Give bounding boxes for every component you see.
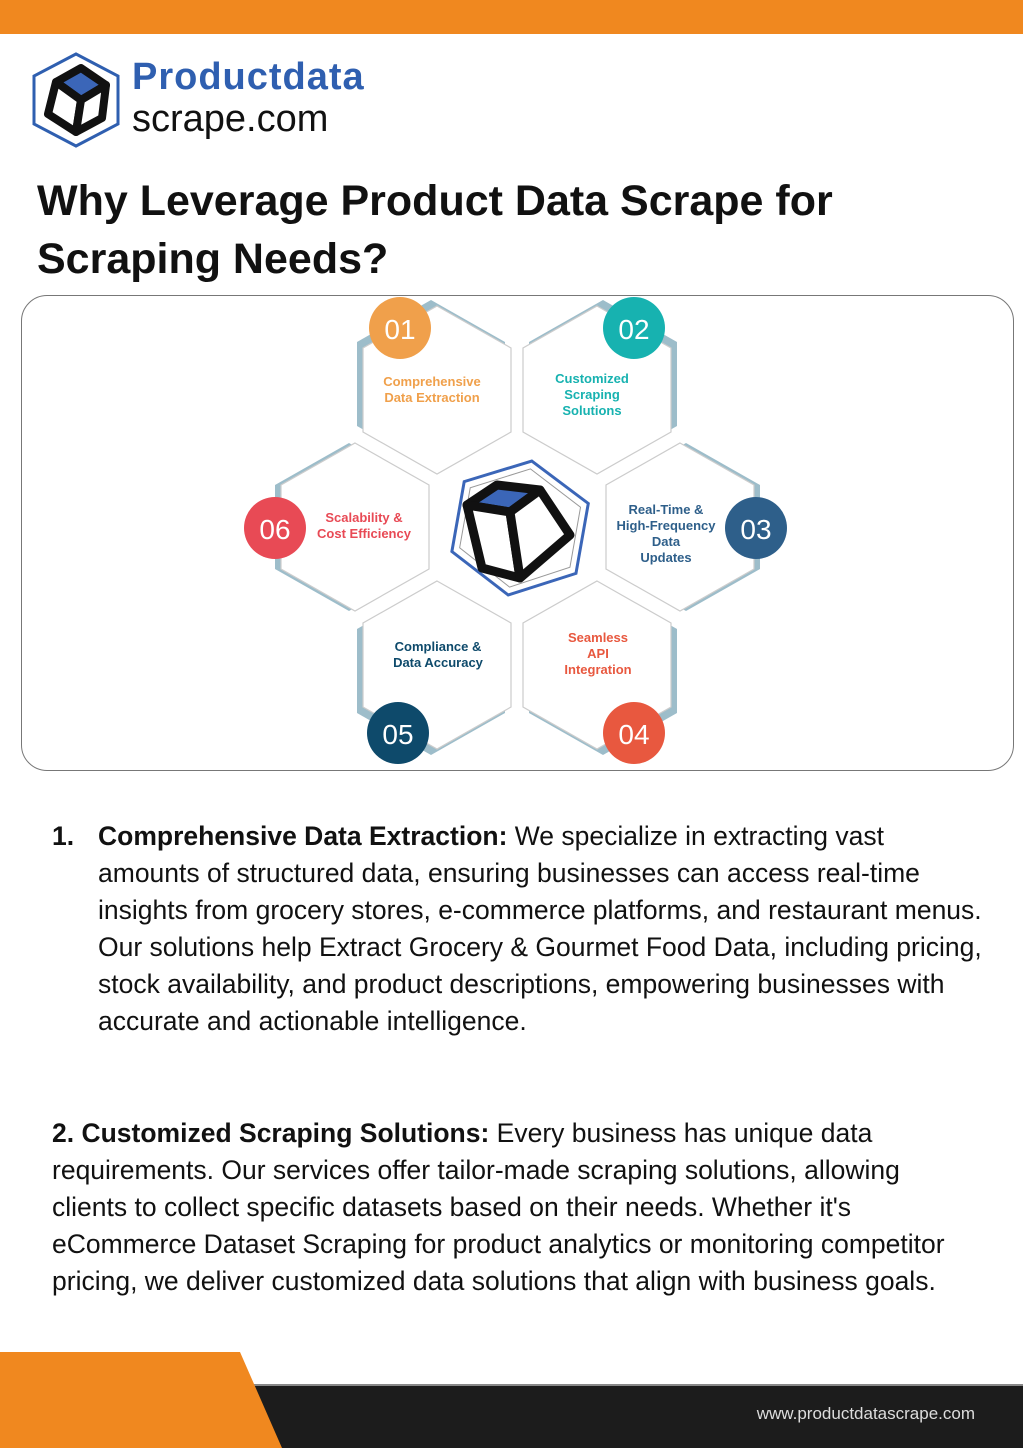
brand-name-line2: scrape.com — [132, 98, 329, 140]
svg-text:02: 02 — [618, 314, 649, 345]
svg-text:03: 03 — [740, 514, 771, 545]
hex-shape — [605, 442, 755, 612]
svg-text:Scalability &Cost Efficiency: Scalability &Cost Efficiency — [317, 510, 412, 541]
brand-logo: Productdata scrape.com — [26, 50, 386, 150]
point-text: We specialize in extracting vast amounts… — [98, 821, 982, 1036]
svg-text:06: 06 — [259, 514, 290, 545]
point-number: 2. — [52, 1118, 75, 1148]
point-text: Every business has unique data requireme… — [52, 1118, 945, 1296]
cube-logo-icon — [32, 52, 120, 148]
point-heading: 2. Customized Scraping Solutions: — [52, 1118, 489, 1148]
diagram-panel — [21, 295, 1014, 771]
footer-website-link[interactable]: www.productdatascrape.com — [756, 1404, 975, 1423]
point-number: 1. — [52, 821, 75, 851]
page-title: Why Leverage Product Data Scrape for Scr… — [37, 177, 833, 283]
top-accent-bar — [0, 0, 1023, 34]
brand-name-line1: Productdata — [132, 56, 365, 98]
point-heading: Comprehensive Data Extraction: — [98, 821, 508, 851]
svg-text:Compliance &Data Accuracy: Compliance &Data Accuracy — [393, 639, 484, 670]
point-1: 1. Comprehensive Data Extraction: We spe… — [52, 818, 982, 1040]
center-logo — [450, 459, 590, 597]
feature-hex-06: Scalability &Cost Efficiency 06 — [244, 497, 412, 559]
point-2: 2. Customized Scraping Solutions: Every … — [52, 1115, 982, 1300]
point-heading-text: Customized Scraping Solutions: — [81, 1118, 490, 1148]
svg-text:05: 05 — [382, 719, 413, 750]
feature-hex-05: Compliance &Data Accuracy 05 — [367, 639, 484, 764]
svg-text:01: 01 — [384, 314, 415, 345]
footer-orange-accent — [0, 1352, 282, 1448]
hex-shape — [280, 442, 430, 612]
svg-text:04: 04 — [618, 719, 649, 750]
